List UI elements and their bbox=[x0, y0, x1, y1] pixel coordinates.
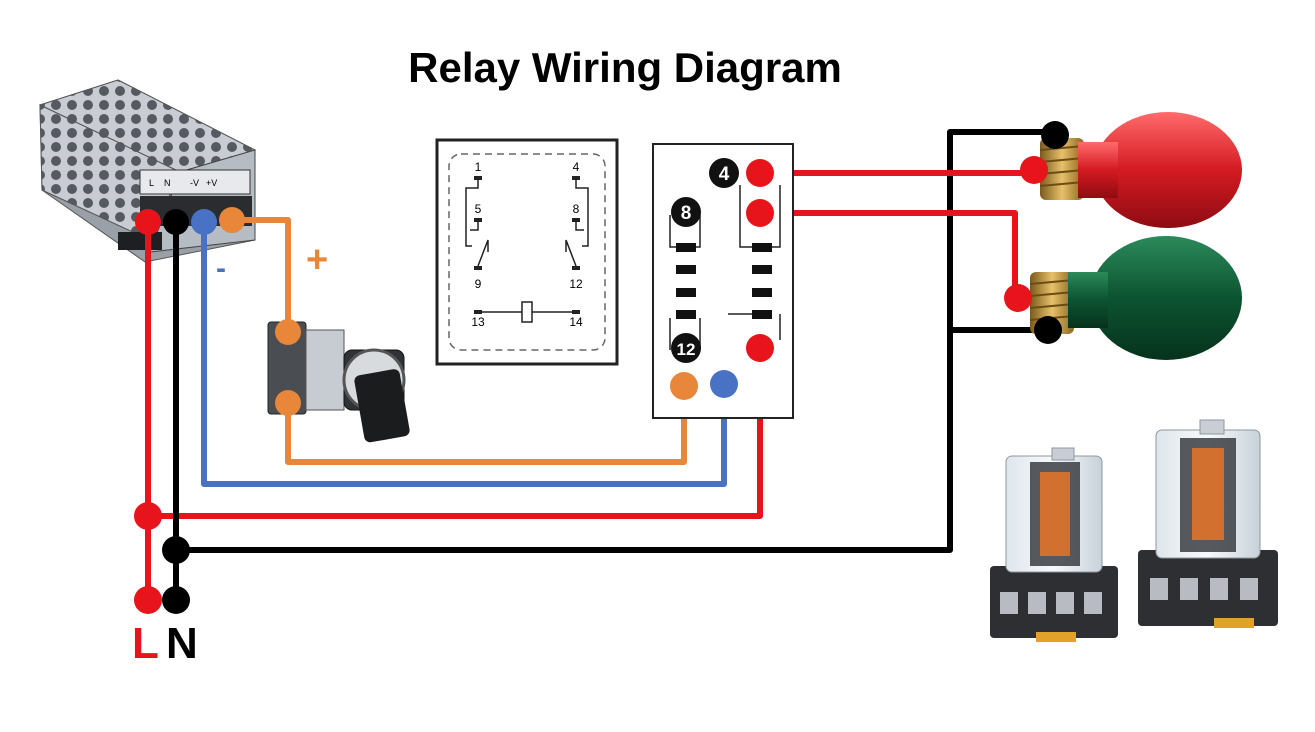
psu-label-plus-v: +V bbox=[206, 178, 217, 188]
line-label: L bbox=[132, 619, 159, 668]
terminal-n-input bbox=[162, 586, 190, 614]
psu-label-n: N bbox=[164, 178, 171, 188]
psu-base-dark bbox=[118, 232, 162, 250]
psu-terminal-plus bbox=[219, 207, 245, 233]
socket-pin-12-label: 12 bbox=[677, 340, 696, 359]
psu-terminal-n bbox=[163, 209, 189, 235]
symbol-pin-5: 5 bbox=[475, 202, 482, 216]
red-lamp bbox=[1020, 112, 1242, 228]
junction-line-red bbox=[134, 502, 162, 530]
green-lamp bbox=[1004, 236, 1242, 360]
page-title: Relay Wiring Diagram bbox=[408, 44, 842, 91]
selector-knob bbox=[354, 369, 410, 443]
red-lamp-line-terminal bbox=[1020, 156, 1048, 184]
symbol-pin-4: 4 bbox=[573, 160, 580, 174]
socket-pin-8-label: 8 bbox=[681, 203, 692, 224]
wire-neutral-to-lamps bbox=[176, 129, 1055, 553]
green-lamp-line-terminal bbox=[1004, 284, 1032, 312]
symbol-pin-8: 8 bbox=[573, 202, 580, 216]
switch-terminal-top bbox=[275, 319, 301, 345]
green-lamp-neutral-terminal bbox=[1034, 316, 1062, 344]
psu-terminals bbox=[135, 207, 245, 235]
switch-terminal-bottom bbox=[275, 390, 301, 416]
socket-pin-12-badge bbox=[671, 333, 701, 363]
socket-terminal-out-mid bbox=[746, 199, 774, 227]
wire-dc-plus-orange bbox=[232, 217, 291, 330]
symbol-pin-13: 13 bbox=[471, 315, 485, 329]
minus-label: - bbox=[216, 252, 226, 285]
relay-socket: 4 8 12 bbox=[652, 143, 794, 419]
socket-pin-8-badge bbox=[671, 197, 701, 227]
relay-photo-right bbox=[1138, 419, 1278, 628]
socket-terminal-out-top bbox=[746, 159, 774, 187]
psu-terminal-l bbox=[135, 209, 161, 235]
socket-terminal-common bbox=[746, 334, 774, 362]
plus-label: + bbox=[306, 239, 328, 281]
wire-dc-minus-blue bbox=[201, 222, 727, 487]
symbol-pin-12: 12 bbox=[569, 277, 583, 291]
terminal-l-input bbox=[134, 586, 162, 614]
relay-photo-left bbox=[990, 447, 1118, 642]
selector-switch bbox=[267, 319, 410, 443]
red-lamp-neutral-terminal bbox=[1041, 121, 1069, 149]
psu-label-l: L bbox=[149, 178, 154, 188]
psu-label-minus-v: -V bbox=[190, 178, 199, 188]
symbol-pin-9: 9 bbox=[475, 277, 482, 291]
relay-symbol: 1 4 5 8 9 12 13 14 bbox=[435, 138, 619, 366]
psu-terminal-minus bbox=[191, 209, 217, 235]
wire-dc-plus-orange-switched bbox=[285, 386, 687, 465]
neutral-label: N bbox=[166, 619, 198, 668]
symbol-pin-1: 1 bbox=[475, 160, 482, 174]
socket-coil-minus bbox=[710, 370, 738, 398]
junction-neutral-black bbox=[162, 536, 190, 564]
socket-pin-4-badge bbox=[709, 158, 739, 188]
wire-relay-out-green-lamp bbox=[760, 210, 1018, 298]
psu-terminal-label-plate bbox=[139, 169, 251, 195]
socket-pin-4-label: 4 bbox=[719, 164, 730, 185]
symbol-pin-14: 14 bbox=[569, 315, 583, 329]
socket-coil-plus bbox=[670, 372, 698, 400]
